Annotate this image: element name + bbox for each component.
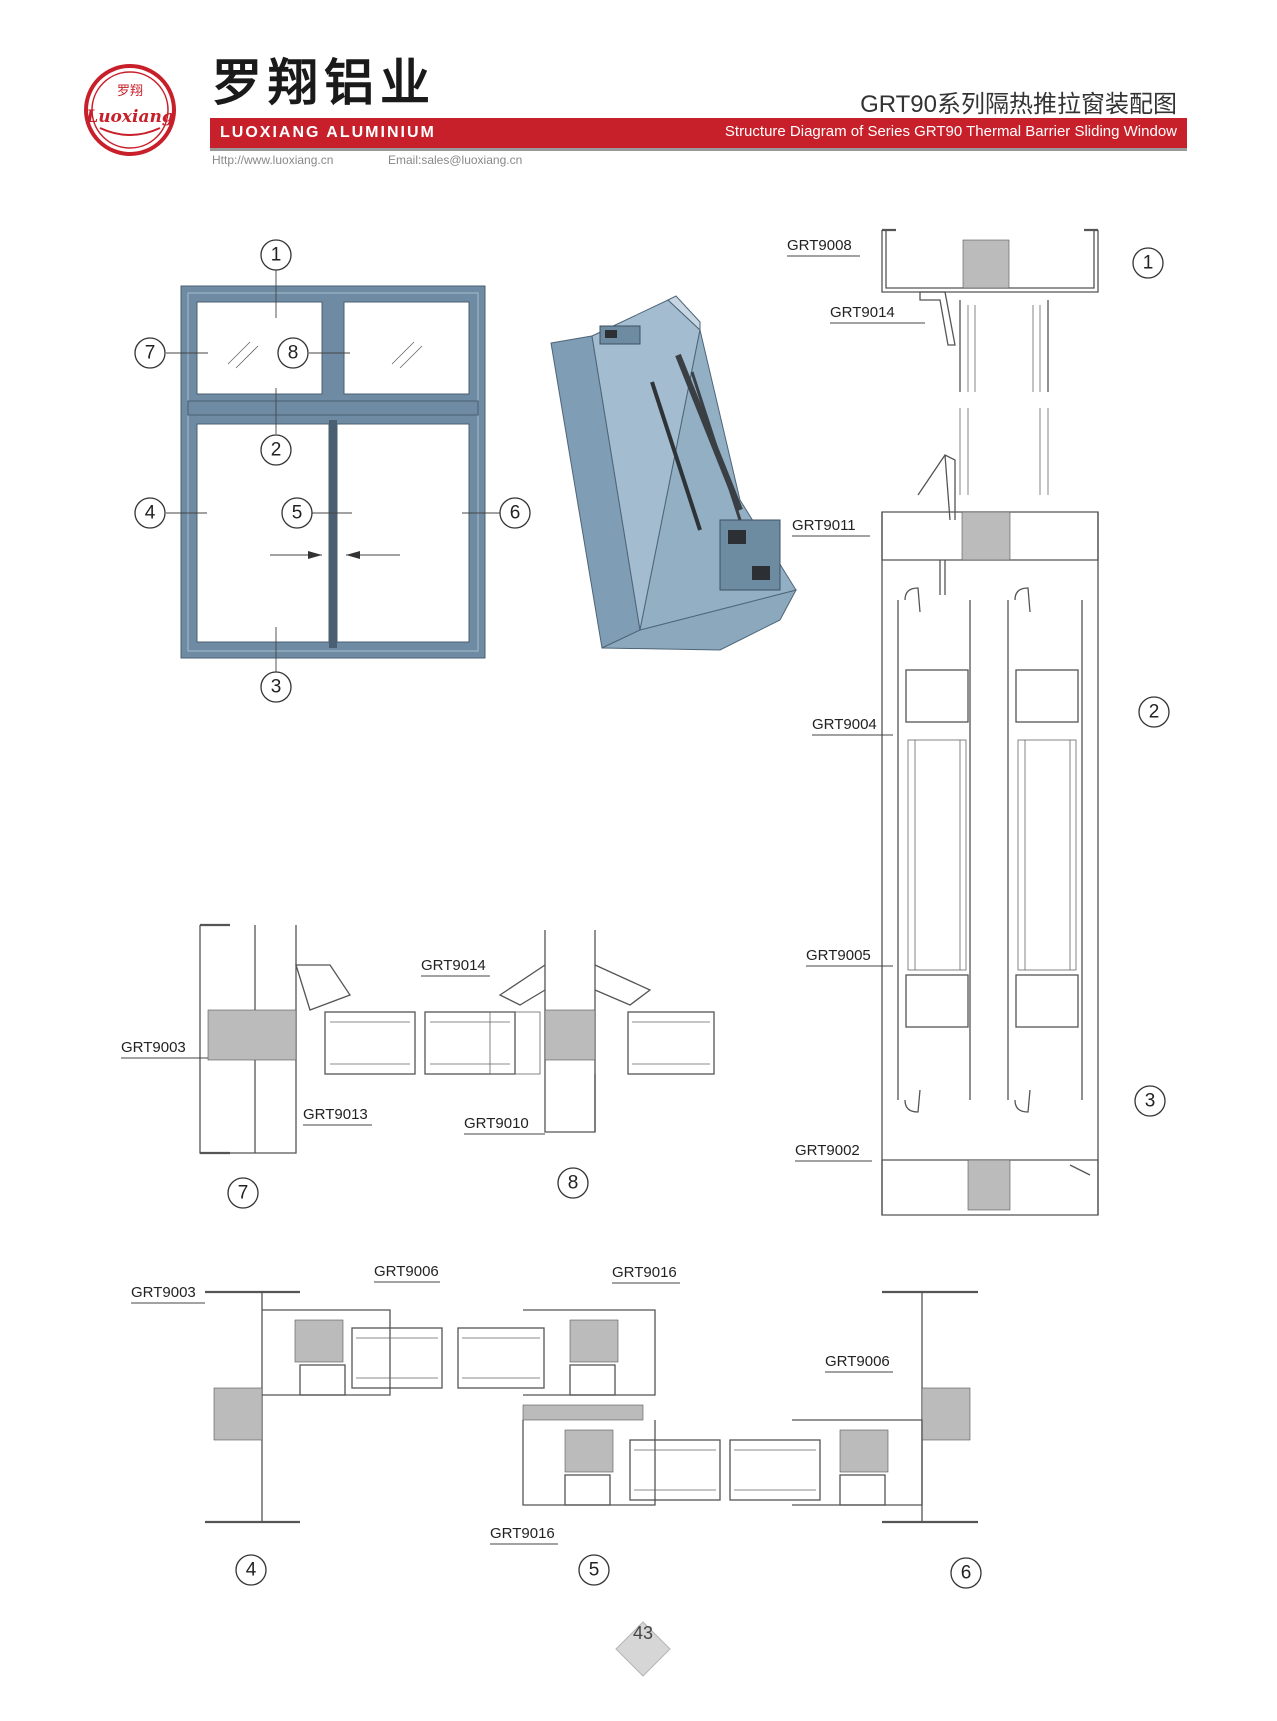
svg-text:1: 1 — [1143, 253, 1154, 274]
callout-1: 1 — [260, 239, 292, 271]
svg-text:3: 3 — [271, 677, 282, 698]
label-grt9005: GRT9005 — [806, 947, 871, 964]
callout-section-8: 8 — [557, 1167, 589, 1199]
vertical-section — [881, 228, 1099, 1216]
label-grt9006-s6: GRT9006 — [825, 1353, 890, 1370]
svg-text:7: 7 — [145, 343, 156, 364]
corner-profile-3d — [550, 295, 797, 651]
callout-section-4: 4 — [235, 1554, 267, 1586]
label-grt9002: GRT9002 — [795, 1142, 860, 1159]
header-underline — [210, 148, 1187, 151]
svg-text:5: 5 — [589, 1560, 600, 1581]
company-logo: 罗翔 Luoxiang — [84, 64, 176, 156]
label-grt9014: GRT9014 — [830, 304, 895, 321]
callout-7: 7 — [134, 337, 166, 369]
label-grt9003-s4: GRT9003 — [131, 1284, 196, 1301]
callout-5: 5 — [281, 497, 313, 529]
label-grt9003-s7: GRT9003 — [121, 1039, 186, 1056]
label-grt9016-s5-top: GRT9016 — [612, 1264, 677, 1281]
document-title-en: Structure Diagram of Series GRT90 Therma… — [724, 123, 1177, 140]
svg-text:1: 1 — [271, 245, 282, 266]
svg-text:6: 6 — [510, 503, 521, 524]
section-5 — [457, 1309, 821, 1506]
section-8 — [489, 930, 715, 1133]
elevation-callouts: 1 2 3 4 5 6 7 8 — [134, 239, 531, 703]
window-elevation — [166, 270, 500, 672]
svg-text:4: 4 — [246, 1560, 257, 1581]
website-url: Http://www.luoxiang.cn — [212, 153, 334, 167]
vertical-section-labels: GRT9008 GRT9014 GRT9011 GRT9004 GRT9005 … — [787, 237, 1170, 1162]
section-6 — [792, 1290, 978, 1524]
section-7 — [199, 923, 516, 1155]
label-grt9010-s8: GRT9010 — [464, 1115, 529, 1132]
page-number-badge — [615, 1621, 671, 1677]
svg-text:8: 8 — [568, 1173, 579, 1194]
label-grt9016-s5-bottom: GRT9016 — [490, 1525, 555, 1542]
brand-name-en: LUOXIANG ALUMINIUM — [220, 124, 436, 141]
brand-name: 罗翔铝业 — [212, 54, 436, 112]
callout-8: 8 — [277, 337, 309, 369]
callout-3: 3 — [260, 671, 292, 703]
label-grt9011: GRT9011 — [792, 517, 856, 534]
svg-text:7: 7 — [238, 1183, 249, 1204]
document-title-cn: GRT90系列隔热推拉窗装配图 — [860, 91, 1177, 118]
contact-email: Email:sales@luoxiang.cn — [388, 153, 523, 167]
label-grt9008: GRT9008 — [787, 237, 852, 254]
svg-text:5: 5 — [292, 503, 303, 524]
label-grt9013-s7: GRT9013 — [303, 1106, 368, 1123]
svg-text:2: 2 — [1149, 702, 1160, 723]
callout-2: 2 — [260, 434, 292, 466]
page-number: 43 — [632, 1623, 654, 1643]
callout-vs-3: 3 — [1134, 1085, 1166, 1117]
logo-cn-text: 罗翔 — [117, 84, 143, 99]
svg-text:2: 2 — [271, 440, 282, 461]
section-4 — [205, 1290, 443, 1524]
callout-section-7: 7 — [227, 1177, 259, 1209]
svg-text:8: 8 — [288, 343, 299, 364]
callout-4: 4 — [134, 497, 166, 529]
callout-section-6: 6 — [950, 1557, 982, 1589]
svg-text:3: 3 — [1145, 1091, 1156, 1112]
callout-6: 6 — [499, 497, 531, 529]
callout-vs-2: 2 — [1138, 696, 1170, 728]
label-grt9014-s8: GRT9014 — [421, 957, 486, 974]
callout-section-5: 5 — [578, 1554, 610, 1586]
header-red-bar — [210, 118, 1187, 148]
callout-vs-1: 1 — [1132, 247, 1164, 279]
svg-text:6: 6 — [961, 1563, 972, 1584]
logo-script-text: Luoxiang — [85, 107, 174, 127]
label-grt9006-s4: GRT9006 — [374, 1263, 439, 1280]
label-grt9004: GRT9004 — [812, 716, 877, 733]
svg-text:4: 4 — [145, 503, 156, 524]
